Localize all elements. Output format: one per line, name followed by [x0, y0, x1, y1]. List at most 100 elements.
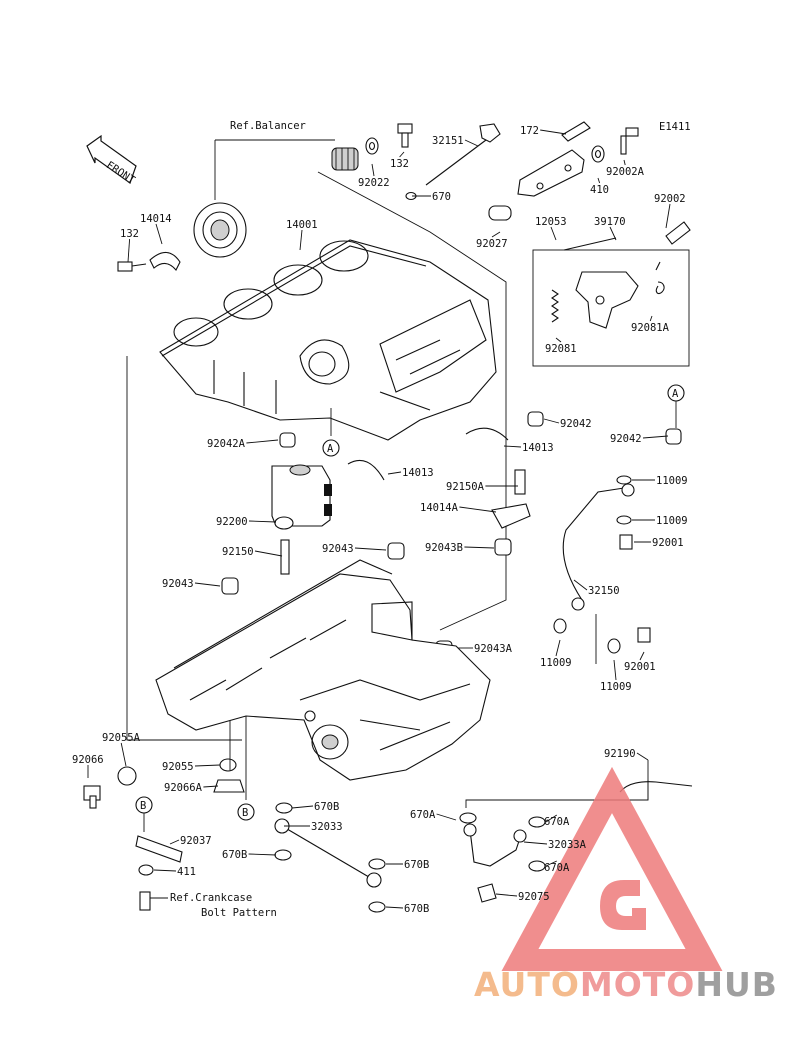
- part-number-92042: 92042: [610, 433, 642, 445]
- leader-line: [573, 579, 588, 591]
- part-number-32150: 32150: [588, 585, 620, 597]
- part-number-92042: 92042: [560, 418, 592, 430]
- part-number-11009: 11009: [540, 657, 572, 669]
- bolt-132-left: [117, 261, 147, 272]
- diagram-id: E1411: [659, 121, 691, 133]
- part-number-92066: 92066: [72, 754, 104, 766]
- part-number-92055: 92055: [162, 761, 194, 773]
- part-number-11009: 11009: [656, 475, 688, 487]
- leader-line: [540, 129, 567, 135]
- leader-line: [194, 582, 221, 587]
- dowel-92042: [527, 411, 544, 427]
- part-number-92002: 92002: [654, 193, 686, 205]
- leader-line: [155, 223, 163, 245]
- leader-line: [623, 159, 626, 166]
- part-number-670: 670: [432, 191, 451, 203]
- half-bearing-14014: [149, 251, 181, 271]
- bolt-132-top: [397, 123, 413, 148]
- oil-pipe-32033A: [463, 823, 527, 867]
- part-number-92037: 92037: [180, 835, 212, 847]
- part-number-92001: 92001: [652, 537, 684, 549]
- pin-172: [561, 121, 591, 142]
- leader-line: [194, 764, 221, 767]
- part-number-670B: 670B: [222, 849, 247, 861]
- part-number-92022: 92022: [358, 177, 390, 189]
- part-number-92002A: 92002A: [606, 166, 645, 178]
- part-number-14013: 14013: [522, 442, 554, 454]
- part-number-92081: 92081: [545, 343, 577, 355]
- part-number-411: 411: [177, 866, 196, 878]
- part-number-12053: 12053: [535, 216, 567, 228]
- svg-text:A: A: [672, 388, 679, 400]
- part-number-32033: 32033: [311, 821, 343, 833]
- leader-line: [459, 506, 497, 513]
- part-number-11009: 11009: [656, 515, 688, 527]
- leader-line: [399, 151, 405, 158]
- part-number-39170: 39170: [594, 216, 626, 228]
- leader-line: [436, 813, 457, 821]
- part-number-labels: 1401413214001132920223215167017241092002…: [72, 125, 688, 915]
- leader-line: [613, 659, 617, 681]
- leader-line: [665, 203, 671, 229]
- leader-line: [545, 814, 558, 823]
- bolt-92002: [665, 221, 691, 245]
- leader-line: [523, 841, 548, 845]
- leader-line: [550, 226, 557, 241]
- part-number-670B: 670B: [404, 903, 429, 915]
- svg-text:B: B: [242, 807, 248, 819]
- leader-line: [291, 805, 314, 809]
- part-number-14001: 14001: [286, 219, 318, 231]
- callout-a-right: A: [667, 384, 685, 428]
- leader-line: [153, 869, 177, 872]
- part-number-670B: 670B: [314, 801, 339, 813]
- part-number-670A: 670A: [544, 816, 570, 828]
- tensioner-guide-12053: [517, 149, 585, 197]
- leader-line: [543, 418, 560, 424]
- leader-line: [169, 839, 180, 845]
- part-number-132: 132: [120, 228, 139, 240]
- leader-line: [248, 853, 277, 856]
- leader-line: [387, 471, 402, 475]
- upper-crankcase-14001: [159, 239, 497, 441]
- leader-line: [385, 906, 404, 909]
- lower-crankcase: [155, 559, 491, 781]
- part-number-132: 132: [390, 158, 409, 170]
- leader-line: [545, 860, 557, 867]
- dowel-92043: [387, 542, 405, 560]
- part-number-92043B: 92043B: [425, 542, 463, 554]
- ref-crankcase-label: Ref.Crankcase: [170, 892, 252, 904]
- ref-balancer-label: Ref.Balancer: [230, 120, 306, 132]
- part-number-670B: 670B: [404, 859, 429, 871]
- part-number-32033A: 32033A: [548, 839, 587, 851]
- leader-line: [491, 231, 501, 238]
- part-number-92150A: 92150A: [446, 481, 485, 493]
- leader-line: [597, 177, 601, 184]
- part-number-92066A: 92066A: [164, 782, 203, 794]
- part-number-11009: 11009: [600, 681, 632, 693]
- part-number-670A: 670A: [544, 862, 570, 874]
- tensioner-assembly: [551, 261, 665, 329]
- leader-line: [464, 546, 495, 549]
- bracket-14014A: [491, 503, 531, 529]
- leader-line: [555, 337, 562, 343]
- watermark-auto: AUTOMOTOHUB: [474, 965, 778, 1004]
- leader-line: [248, 520, 277, 523]
- part-number-14014: 14014: [140, 213, 172, 225]
- main-bearing-cap: [271, 464, 332, 527]
- leader-line: [354, 547, 387, 551]
- leader-line: [120, 742, 127, 767]
- tensioner-group-frame: [532, 249, 690, 367]
- dowel-92043B: [494, 538, 512, 556]
- part-number-14014A: 14014A: [420, 502, 459, 514]
- dowel-92042-right: [665, 428, 682, 445]
- part-number-14013: 14013: [402, 467, 434, 479]
- callout-b-lower: B: [237, 803, 255, 821]
- leader-line: [555, 639, 561, 657]
- part-number-92200: 92200: [216, 516, 248, 528]
- automotohub-watermark: AUTOMOTOHUB: [474, 766, 778, 1004]
- part-number-92001: 92001: [624, 661, 656, 673]
- bolt-92002A: [620, 127, 639, 155]
- balancer-bearing: [193, 202, 247, 258]
